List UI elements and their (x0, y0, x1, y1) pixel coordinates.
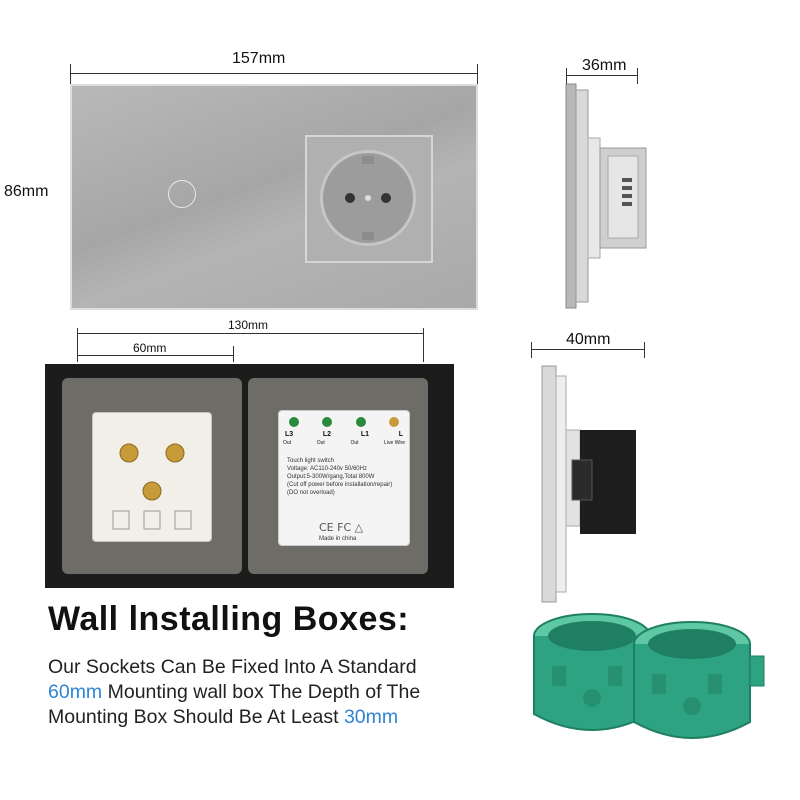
terminal-sublabel: Out (350, 440, 359, 446)
spec-line: Touch light switch (287, 458, 335, 464)
depth-tick-d (644, 342, 645, 358)
made-in-label: Made in china (319, 536, 357, 542)
dimension-tick-left (70, 64, 71, 86)
depth-tick-a (566, 68, 567, 84)
terminal-label: L2 (322, 431, 332, 438)
spec-line: Output:5-300W/gang,Total 800W (287, 474, 375, 480)
side-profile-top (565, 83, 647, 309)
highlight-30mm: 30mm (343, 706, 399, 728)
side-profile-bottom (541, 365, 636, 603)
terminal-screw-icon (388, 417, 399, 427)
depth-line-top (566, 75, 638, 76)
terminal-sublabel: Out (316, 440, 325, 446)
rear-tick-left (77, 328, 78, 362)
width-label: 157mm (232, 50, 286, 67)
module-width-line (77, 355, 234, 356)
terminal-screw-icon (322, 417, 333, 427)
spec-line: Voltage: AC110-240v 50/60Hz (287, 466, 367, 472)
page-heading: Wall lnstalling Boxes: (48, 600, 410, 638)
depth-tick-c (531, 342, 532, 358)
terminal-sublabel: Live Wire (384, 440, 405, 446)
switch-module-rear: L3 L2 L1 L Out Out Out Live Wire Touch l… (278, 410, 410, 546)
socket-module-rear (92, 412, 212, 542)
dimension-tick-right (477, 64, 478, 86)
mounting-box-icon (533, 613, 765, 739)
dimension-line-width (70, 73, 478, 74)
module-width-label: 60mm (133, 341, 167, 355)
module-tick-right (233, 346, 234, 362)
terminal-label: L (398, 431, 403, 438)
depth-tick-b (637, 68, 638, 84)
description-line-2: 60mm Mounting wall box The Depth of The (48, 681, 421, 703)
depth-label-bottom: 40mm (566, 331, 611, 348)
schuko-socket-icon (320, 150, 416, 246)
rear-width-label: 130mm (228, 318, 269, 332)
height-label: 86mm (4, 183, 49, 200)
description-line-1: Our Sockets Can Be Fixed lnto A Standard (48, 656, 417, 678)
rear-width-line (77, 333, 424, 334)
certification-marks-icon: CE FC △ (319, 521, 364, 534)
terminal-label: L3 (285, 431, 294, 438)
description: Our Sockets Can Be Fixed lnto A Standard… (48, 655, 420, 730)
description-line-3: Mounting Box Should Be At Least 30mm (48, 706, 399, 728)
spec-line: (DO not overload) (287, 490, 335, 496)
touch-button-icon (168, 180, 196, 208)
terminal-screw-icon (355, 417, 366, 427)
terminal-sublabel: Out (283, 440, 292, 446)
highlight-60mm: 60mm (48, 681, 103, 703)
terminal-label: L1 (360, 431, 369, 438)
terminal-screw-icon (289, 417, 299, 427)
rear-tick-right (423, 328, 424, 362)
spec-line: (Cut off power before installation/repai… (287, 482, 393, 488)
depth-label-top: 36mm (582, 57, 627, 74)
depth-line-bottom (531, 349, 645, 350)
